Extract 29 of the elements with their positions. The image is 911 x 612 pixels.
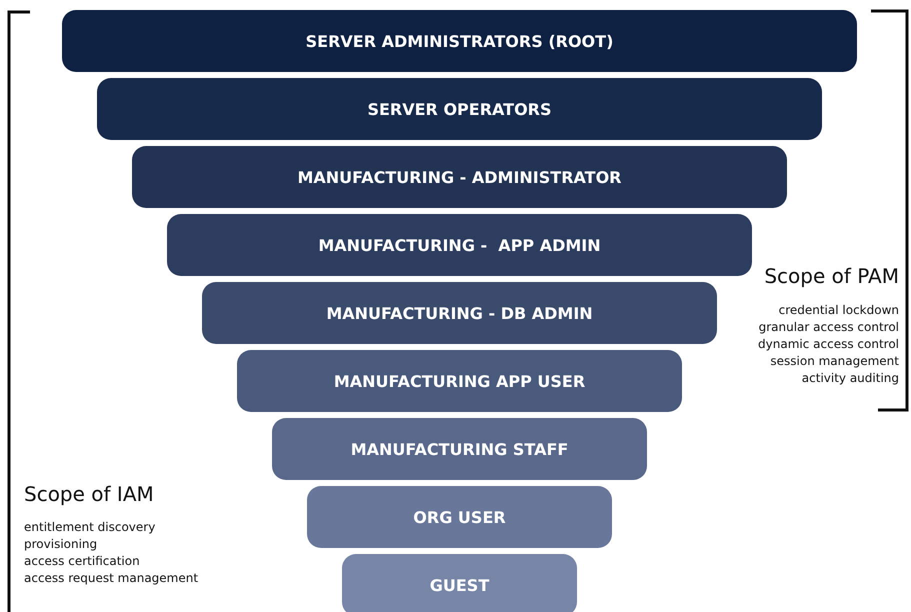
scope-item: entitlement discovery	[24, 520, 156, 534]
bar-label: MANUFACTURING - DB ADMIN	[326, 304, 593, 322]
bar-label: MANUFACTURING APP USER	[334, 372, 586, 390]
funnel-bar	[342, 554, 577, 612]
bar-label: MANUFACTURING STAFF	[350, 440, 568, 458]
scope-item: provisioning	[24, 537, 98, 551]
scope-item: session management	[770, 354, 899, 368]
funnel-bar	[62, 10, 857, 72]
scope-item: credential lockdown	[778, 303, 899, 317]
funnel-bar	[97, 78, 822, 140]
scope-item: access certification	[24, 554, 140, 568]
funnel-bar	[237, 350, 682, 412]
scope-heading: Scope of IAM	[24, 482, 154, 506]
bar-label: MANUFACTURING - ADMINISTRATOR	[297, 168, 622, 186]
bar-label: GUEST	[430, 576, 490, 594]
bar-label: ORG USER	[413, 508, 506, 526]
bar-label: SERVER ADMINISTRATORS (ROOT)	[306, 32, 614, 50]
scope-heading: Scope of PAM	[764, 264, 899, 288]
scope-item: dynamic access control	[758, 337, 899, 351]
scope-item: access request management	[24, 571, 198, 585]
scope-item: granular access control	[758, 320, 899, 334]
funnel-bar	[272, 418, 647, 480]
funnel-bar	[132, 146, 787, 208]
bar-label: SERVER OPERATORS	[367, 100, 552, 118]
funnel-bar	[307, 486, 612, 548]
funnel-bar	[167, 214, 752, 276]
bar-label: MANUFACTURING - APP ADMIN	[318, 236, 601, 254]
funnel-bar	[202, 282, 717, 344]
scope-item: activity auditing	[802, 371, 899, 385]
